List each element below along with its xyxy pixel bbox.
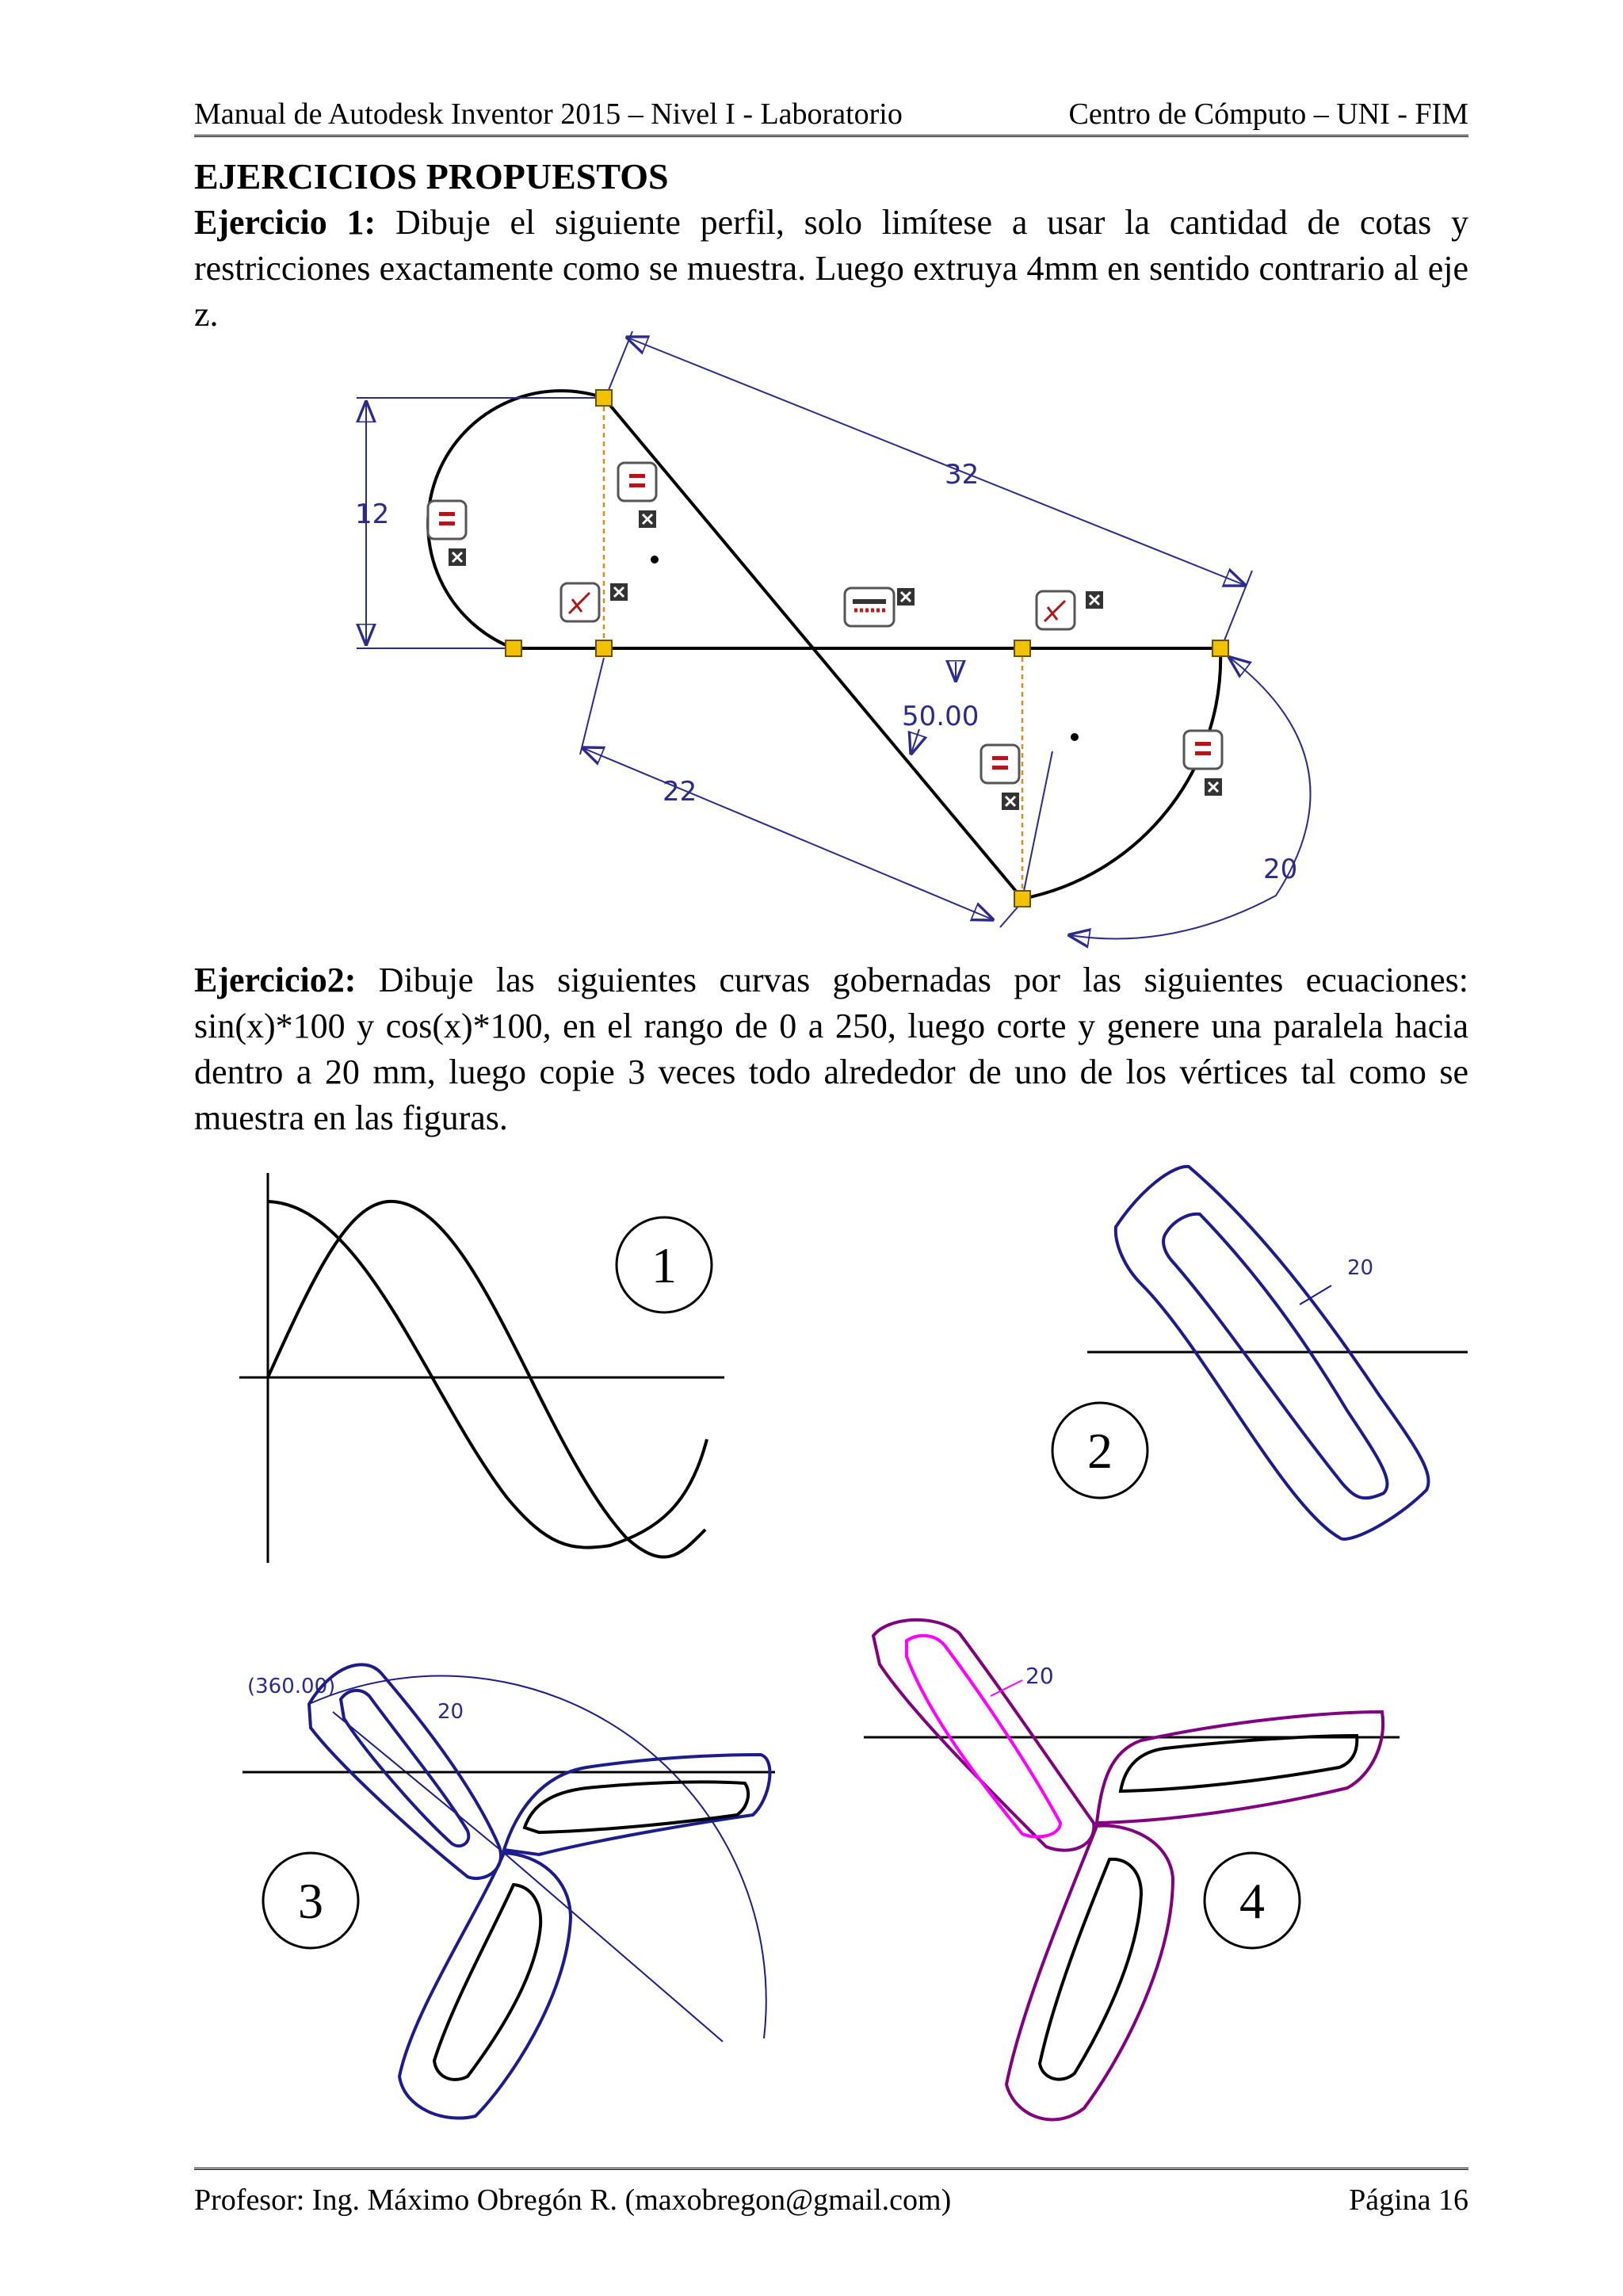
perpendicular-constraint-icon xyxy=(1035,590,1103,631)
figure-number-3: 3 xyxy=(298,1873,323,1929)
upper-arc xyxy=(426,389,605,650)
figure-number-2: 2 xyxy=(1087,1423,1113,1479)
perpendicular-constraint-icon xyxy=(559,582,628,623)
exercise2-label: Ejercicio2: xyxy=(194,961,357,999)
sine-curve xyxy=(266,1199,707,1559)
exercise1-sketch: 12 32 50.00 22 20 xyxy=(355,330,1312,938)
dim-radius: 20 xyxy=(1263,854,1297,885)
figure-4-pattern: 20 4 xyxy=(864,1618,1400,2122)
exercise1-text: Dibuje el siguiente perfil, solo limítes… xyxy=(194,203,1469,334)
exercise1-label: Ejercicio 1: xyxy=(194,203,376,242)
equal-constraint-icon xyxy=(617,461,658,528)
horizontal-constraint-icon xyxy=(843,586,915,628)
equal-constraint-icon xyxy=(1182,729,1224,796)
lower-arc xyxy=(1022,648,1223,900)
page-footer: Profesor: Ing. Máximo Obregón R. (maxobr… xyxy=(194,2168,1468,2218)
header-left: Manual de Autodesk Inventor 2015 – Nivel… xyxy=(194,97,903,131)
footer-left: Profesor: Ing. Máximo Obregón R. (maxobr… xyxy=(194,2183,952,2217)
offset-label-2: 20 xyxy=(1347,1256,1373,1280)
figure-3-pattern: (360.00) 20 3 xyxy=(242,1663,775,2120)
offset-label-3: 20 xyxy=(437,1700,464,1724)
equal-constraint-icon xyxy=(426,499,468,566)
header-right: Centro de Cómputo – UNI - FIM xyxy=(1068,97,1468,131)
dim-diagonal: 32 xyxy=(945,459,979,491)
cosine-curve xyxy=(267,1200,708,1549)
exercise2-text: Dibuje las siguientes curvas gobernadas … xyxy=(194,961,1468,1137)
footer-page-number: Página 16 xyxy=(1349,2183,1468,2217)
dim-height: 12 xyxy=(355,499,389,530)
dim-angle: 50.00 xyxy=(902,701,979,732)
page-header: Manual de Autodesk Inventor 2015 – Nivel… xyxy=(194,95,1468,137)
offset-label-4: 20 xyxy=(1025,1663,1054,1689)
exercise2-paragraph: Ejercicio2: Dibuje las siguientes curvas… xyxy=(194,957,1468,1141)
equal-constraint-icon xyxy=(980,743,1021,810)
section-title: EJERCICIOS PROPUESTOS xyxy=(194,156,669,197)
sketch-points xyxy=(505,389,1229,907)
figure-number-4: 4 xyxy=(1239,1873,1265,1929)
exercise1-paragraph: Ejercicio 1: Dibuje el siguiente perfil,… xyxy=(194,200,1468,338)
figure-number-1: 1 xyxy=(651,1237,677,1293)
figure-2-offset: 20 2 xyxy=(1051,1164,1468,1541)
figure-1-curves: 1 xyxy=(239,1173,724,1563)
dim-lower: 22 xyxy=(663,776,697,808)
